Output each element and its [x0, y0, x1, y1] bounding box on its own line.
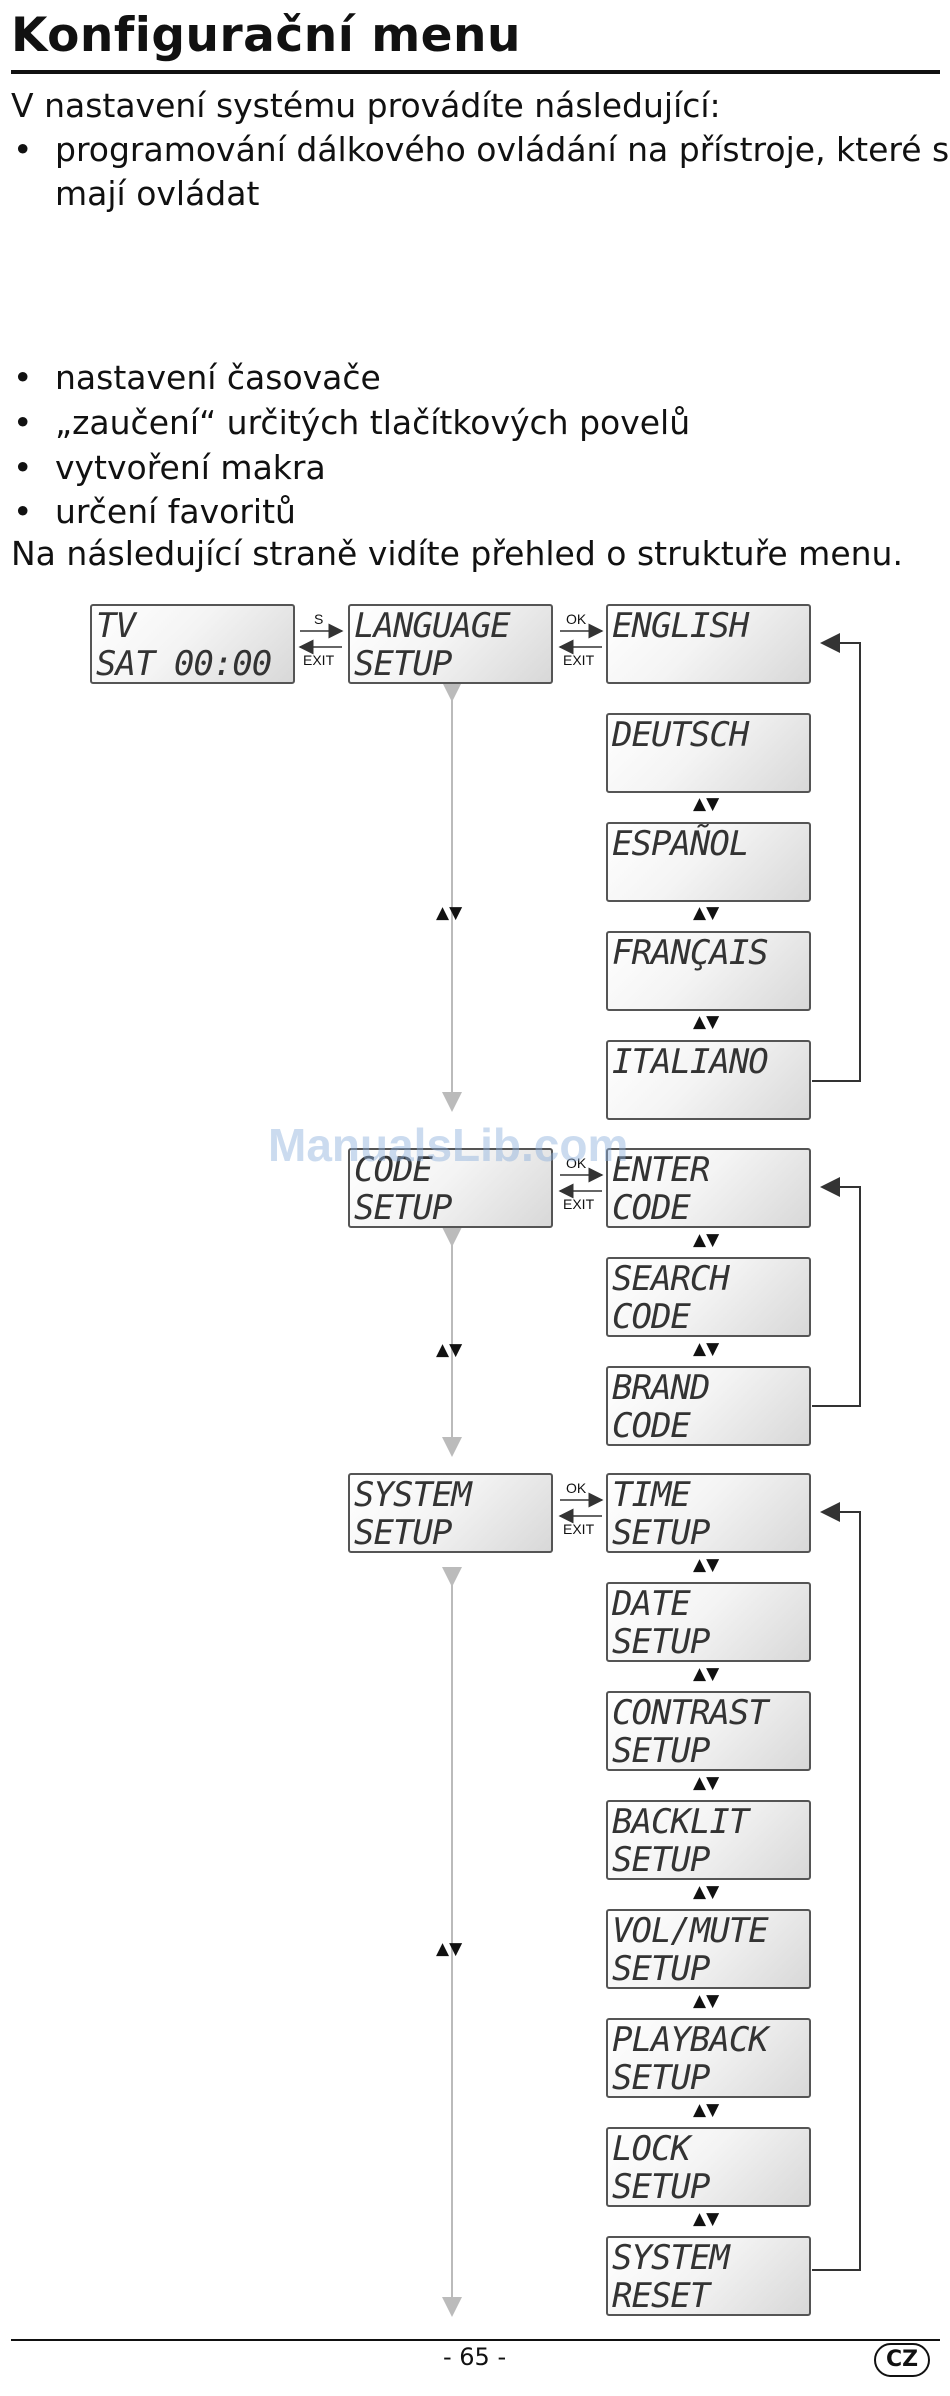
lcd-system-setup: SYSTEM SETUP — [348, 1473, 553, 1553]
ok-key-label: OK — [566, 1480, 587, 1496]
intro-text: V nastavení systému provádíte následujíc… — [11, 86, 721, 125]
ok-key-label: OK — [566, 611, 587, 627]
loop-back-bracket — [812, 1177, 861, 1407]
exit-key-label: EXIT — [563, 1521, 595, 1537]
up-down-arrows-icon: ▲▼ — [436, 1939, 463, 1959]
up-down-arrows-icon: ▲▼ — [436, 903, 463, 923]
lcd-start-screen: TV SAT 00:00 — [90, 604, 295, 684]
up-down-arrows-icon: ▲▼ — [693, 2100, 720, 2120]
up-down-arrows-icon: ▲▼ — [693, 1230, 720, 1250]
up-down-arrows-icon: ▲▼ — [693, 903, 720, 923]
up-down-arrows-icon: ▲▼ — [693, 1773, 720, 1793]
outro-text: Na následující straně vidíte přehled o s… — [11, 534, 903, 573]
up-down-arrows-icon: ▲▼ — [693, 1555, 720, 1575]
exit-key-label: EXIT — [563, 1196, 595, 1212]
bullet-icon: • — [13, 492, 33, 531]
up-down-arrows-icon: ▲▼ — [693, 2209, 720, 2229]
s-key-label: S — [314, 611, 324, 627]
page-number: - 65 - — [443, 2343, 507, 2371]
lcd-language-option: DEUTSCH — [606, 713, 811, 793]
lcd-language-option: ENGLISH — [606, 604, 811, 684]
up-down-arrows-icon: ▲▼ — [693, 1339, 720, 1359]
bullet-icon: • — [13, 448, 33, 487]
lcd-code-setup: CODE SETUP — [348, 1148, 553, 1228]
up-down-arrows-icon: ▲▼ — [693, 1664, 720, 1684]
bullet-icon: • — [13, 130, 33, 169]
ok-key-label: OK — [566, 1155, 587, 1171]
lcd-language-option: FRANÇAIS — [606, 931, 811, 1011]
footer-rule — [11, 2339, 940, 2341]
lcd-language-setup: LANGUAGE SETUP — [348, 604, 553, 684]
language-badge: CZ — [874, 2343, 930, 2377]
up-down-arrows-icon: ▲▼ — [693, 794, 720, 814]
bullet-icon: • — [13, 403, 33, 442]
loop-back-bracket — [812, 633, 861, 1082]
loop-back-bracket — [812, 1502, 861, 2271]
bullet-icon: • — [13, 358, 33, 397]
lcd-language-option: ESPAÑOL — [606, 822, 811, 902]
up-down-arrows-icon: ▲▼ — [693, 1991, 720, 2011]
title-rule — [11, 70, 940, 74]
up-down-arrows-icon: ▲▼ — [436, 1340, 463, 1360]
page-title: Konfigurační menu — [11, 8, 521, 63]
exit-key-label: EXIT — [303, 652, 335, 668]
watermark: ManualsLib.com — [268, 1119, 629, 1171]
exit-key-label: EXIT — [563, 652, 595, 668]
lcd-language-option: ITALIANO — [606, 1040, 811, 1120]
up-down-arrows-icon: ▲▼ — [693, 1012, 720, 1032]
up-down-arrows-icon: ▲▼ — [693, 1882, 720, 1902]
